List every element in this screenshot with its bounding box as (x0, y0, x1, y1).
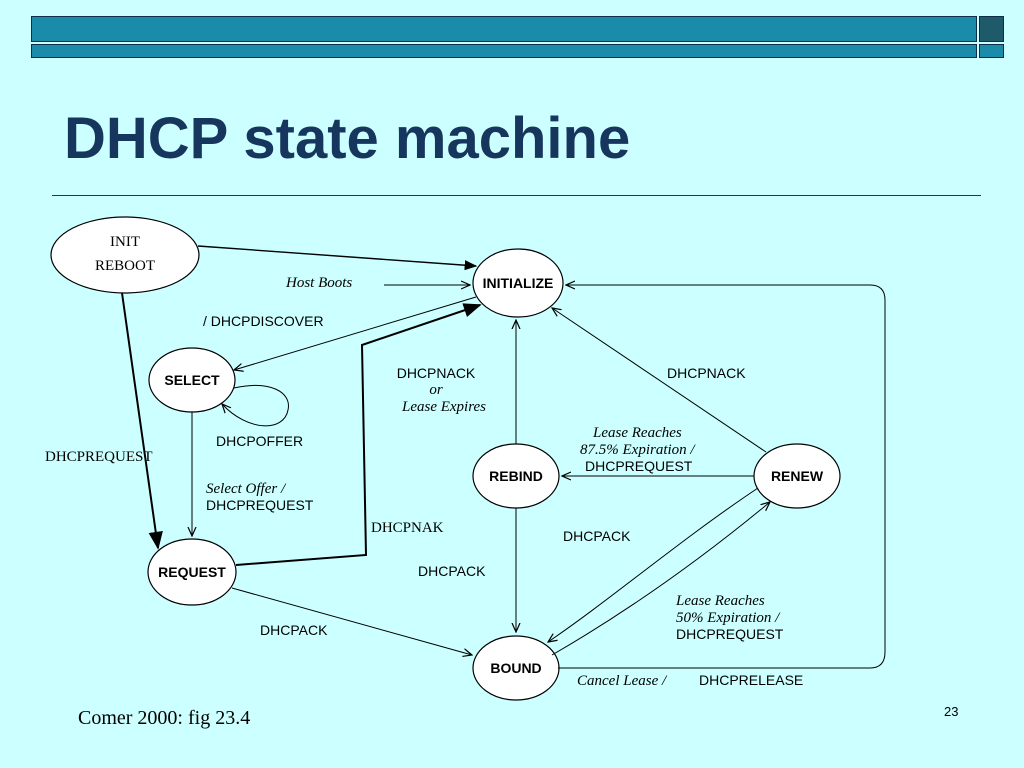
figure-caption: Comer 2000: fig 23.4 (78, 707, 251, 729)
edge-initialize-to-select (234, 296, 477, 370)
label-dhcpoffer: DHCPOFFER (216, 433, 303, 449)
label-nack-or-expire-line1: DHCPNACK (397, 365, 476, 381)
label-nack-or-expire-line2: or (429, 382, 443, 398)
label-cancel-lease: Cancel Lease / (577, 673, 668, 689)
edge-renew-to-initialize (552, 308, 767, 453)
state-bound-label: BOUND (490, 660, 541, 676)
label-lease-50-line1: Lease Reaches (675, 593, 765, 609)
label-lease-875-line1: Lease Reaches (592, 425, 682, 441)
state-rebind-label: REBIND (489, 468, 543, 484)
edge-bound-to-renew (551, 502, 770, 656)
slide-title: DHCP state machine (64, 106, 631, 171)
label-lease-50-line3: DHCPREQUEST (676, 626, 784, 642)
label-select-offer-line1: Select Offer / (206, 481, 287, 497)
edge-renew-to-bound (548, 487, 759, 642)
label-dhcpdiscover: / DHCPDISCOVER (203, 313, 324, 329)
label-renew-nack: DHCPNACK (667, 365, 746, 381)
label-lease-50-line2: 50% Expiration / (676, 610, 781, 626)
label-dhcpnak: DHCPNAK (371, 520, 444, 536)
state-init-reboot-line2: REBOOT (95, 258, 155, 274)
top-decor-bar (31, 16, 977, 42)
edge-request-to-initialize (235, 303, 482, 566)
top-decor-bar-thin (31, 44, 977, 58)
label-host-boots: Host Boots (285, 275, 352, 291)
page-number: 23 (944, 704, 959, 719)
label-lease-875-line2: 87.5% Expiration / (580, 442, 696, 458)
label-dhcprequest-left: DHCPREQUEST (45, 449, 153, 465)
state-request-label: REQUEST (158, 564, 226, 580)
label-renew-ack: DHCPACK (563, 528, 631, 544)
state-initialize (472, 248, 564, 318)
label-nack-or-expire-line3: Lease Expires (401, 399, 486, 415)
state-renew-label: RENEW (771, 468, 824, 484)
edge-bound-to-initialize (558, 285, 886, 669)
state-initialize-label: INITIALIZE (483, 275, 554, 291)
state-init-reboot-line1: INIT (110, 234, 140, 250)
state-request (147, 538, 237, 606)
state-select-label: SELECT (164, 372, 220, 388)
edge-request-to-bound (231, 587, 472, 655)
label-rebind-ack: DHCPACK (418, 563, 486, 579)
edge-select-self-loop (222, 384, 289, 427)
top-decor-square (979, 16, 1004, 42)
top-decor-square-small (979, 44, 1004, 58)
label-select-offer-line2: DHCPREQUEST (206, 497, 314, 513)
edge-init-reboot-to-initialize (197, 245, 478, 271)
edge-init-reboot-to-request (121, 292, 163, 550)
state-init-reboot (50, 216, 200, 294)
label-lease-875-line3: DHCPREQUEST (585, 458, 693, 474)
title-divider (52, 195, 981, 196)
label-dhcprelease: DHCPRELEASE (699, 672, 803, 688)
label-request-ack: DHCPACK (260, 622, 328, 638)
